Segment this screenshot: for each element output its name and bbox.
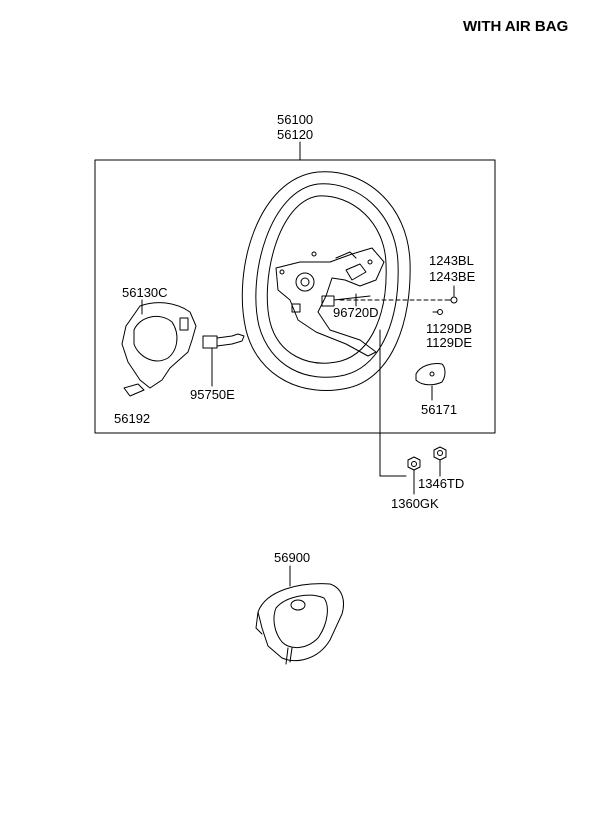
label-steering-wheel-56120: 56120: [277, 127, 314, 142]
label-trim-56171: 56171: [421, 402, 458, 417]
label-switch-95750e: 95750E: [190, 387, 235, 402]
label-nut-1360gk: 1360GK: [391, 496, 439, 511]
label-bolt-1243bl: 1243BL: [429, 253, 474, 268]
trim-56171: [416, 363, 445, 400]
nut-1346td: [434, 447, 446, 476]
assembly-frame: [95, 160, 495, 433]
clip-56192: [124, 384, 144, 396]
label-damper-96720d: 96720D: [333, 305, 379, 320]
label-nut-1346td: 1346TD: [418, 476, 465, 491]
label-screw-1129db: 1129DB: [426, 321, 473, 336]
switch-95750e: [203, 334, 244, 386]
label-clip-56192: 56192: [114, 411, 151, 426]
diagram-title: WITH AIR BAG: [463, 18, 569, 35]
nut-1360gk: [408, 457, 420, 494]
label-airbag-56900: 56900: [274, 550, 311, 565]
screw-1129: [433, 310, 443, 315]
label-cover-56130c: 56130C: [122, 285, 168, 300]
cover-56130c: [122, 300, 196, 388]
leader-nut: [380, 330, 406, 476]
bolt-1243: [448, 286, 457, 303]
steering-wheel: [242, 172, 410, 391]
label-steering-wheel-56100: 56100: [277, 112, 314, 127]
airbag-module-56900: [256, 566, 344, 664]
label-bolt-1243be: 1243BE: [429, 269, 476, 284]
label-screw-1129de: 1129DE: [426, 335, 473, 350]
